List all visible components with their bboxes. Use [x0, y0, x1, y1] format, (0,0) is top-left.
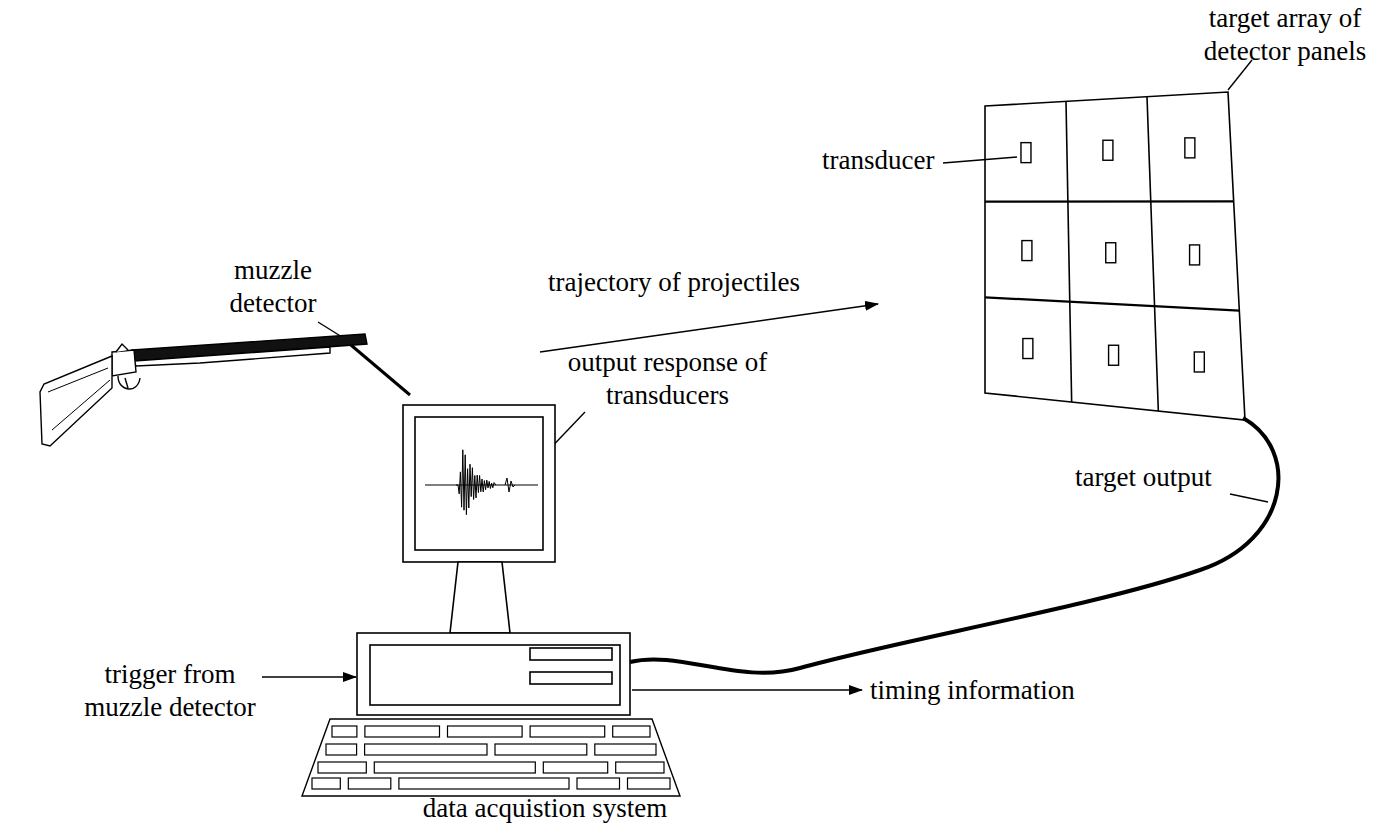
keyboard-key [312, 778, 340, 789]
keyboard-key [595, 744, 656, 755]
keyboard [302, 719, 680, 796]
part-label: muzzle detector [208, 254, 338, 320]
transducer-symbol [1190, 245, 1200, 265]
keyboard-key [577, 778, 620, 789]
timing-arrow [632, 689, 862, 691]
panel-divider [985, 297, 1239, 310]
transducer-symbol [1109, 345, 1119, 365]
keyboard-key [318, 762, 366, 773]
keyboard-key [448, 726, 523, 737]
transducer-symbol [1185, 138, 1195, 158]
display-label: output response of transducers [565, 346, 770, 412]
waveform-trace [505, 478, 515, 492]
transducer-symbol [1106, 243, 1116, 263]
keyboard-key [332, 726, 357, 737]
shotgun [40, 334, 367, 446]
part-label: transducer [822, 144, 947, 177]
system-label: data acquistion system [375, 792, 715, 825]
keyboard-key [530, 726, 605, 737]
waveform [456, 450, 515, 515]
transducer-symbol [1021, 143, 1031, 163]
signal-label: timing information [870, 674, 1140, 707]
path-label: trajectory of projectiles [548, 266, 888, 299]
cable-label: target output [1075, 461, 1245, 494]
keyboard-key [348, 778, 391, 789]
keyboard-key [628, 778, 671, 789]
transducer-symbol [1022, 241, 1032, 261]
transducer-symbol [1023, 339, 1033, 359]
computer-unit [357, 633, 630, 715]
target-cable [630, 418, 1278, 673]
panel-divider [1066, 101, 1072, 402]
leader-line [943, 157, 1017, 163]
array-outline [985, 92, 1245, 420]
transducer-symbol [1194, 352, 1204, 372]
signal-label: trigger from muzzle detector [70, 658, 270, 724]
detector-array [985, 92, 1245, 420]
transducer-symbol [1103, 140, 1113, 160]
muzzle-detector [345, 340, 410, 395]
keyboard-key [613, 726, 650, 737]
keyboard-key [543, 762, 607, 773]
panel-divider [1147, 97, 1158, 411]
keyboard-key [374, 762, 535, 773]
keyboard-key [365, 726, 440, 737]
keyboard-key [326, 744, 357, 755]
leader-line [318, 322, 342, 337]
trajectory-arrow [540, 304, 878, 352]
array-label: target array of detector panels [1185, 2, 1385, 68]
panel-divider [985, 200, 1234, 203]
trigger-arrow [262, 676, 356, 678]
monitor [403, 405, 555, 633]
keyboard-key [365, 744, 487, 755]
waveform-trace [456, 450, 496, 515]
keyboard-key [495, 744, 587, 755]
keyboard-key [616, 762, 664, 773]
keyboard-key [399, 778, 569, 789]
leader-line [1230, 494, 1268, 502]
